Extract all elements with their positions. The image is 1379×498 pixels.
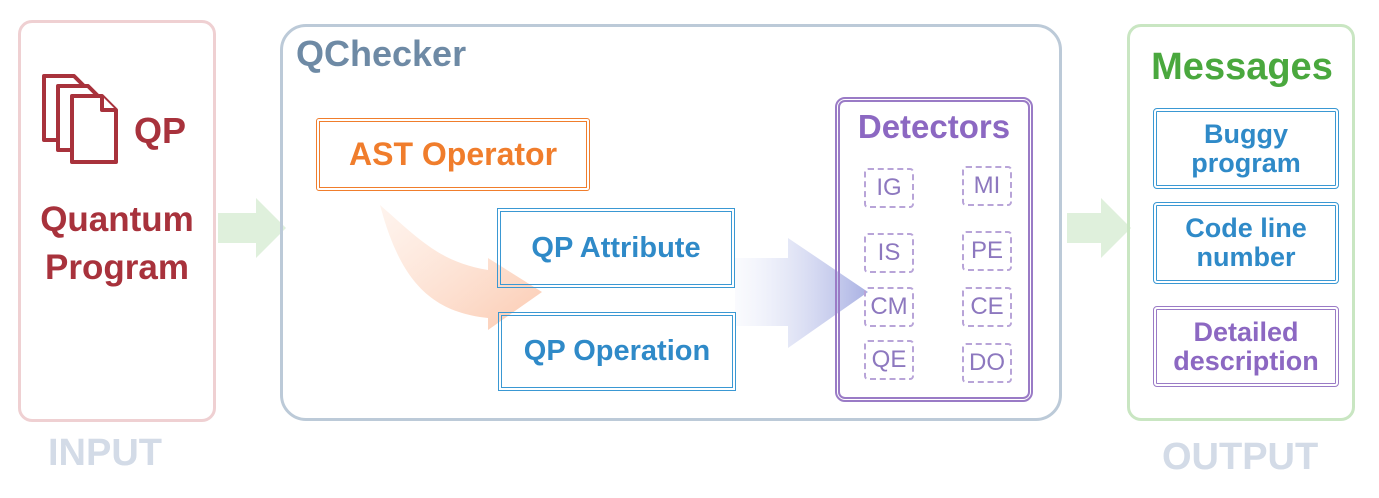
quantum-program-line2: Program (45, 248, 189, 287)
detailed-description-box: Detailed description (1153, 306, 1339, 387)
input-flow-arrow (218, 198, 286, 258)
documents-icon (42, 74, 118, 164)
qp-operation-box: QP Operation (498, 312, 736, 391)
ast-flow-arrow (380, 205, 542, 330)
output-panel (1127, 24, 1355, 421)
buggy-program-line1: Buggy (1204, 118, 1288, 149)
buggy-program-line2: program (1191, 147, 1301, 178)
qchecker-panel (280, 24, 1062, 421)
code-line-number-line1: Code line (1185, 213, 1307, 243)
quantum-program-line1: Quantum (40, 200, 194, 239)
detector-item: QE (864, 340, 914, 380)
qchecker-title: QChecker (296, 33, 467, 74)
output-caption: OUTPUT (1162, 436, 1319, 478)
ast-operator-box: AST Operator (316, 118, 590, 191)
detector-item: CM (864, 287, 914, 327)
detailed-description-line1: Detailed (1193, 316, 1299, 347)
detector-item: IG (864, 168, 914, 208)
messages-title: Messages (1151, 46, 1333, 88)
detector-item: IS (864, 233, 914, 273)
detector-item: CE (962, 287, 1012, 327)
buggy-program-box: Buggy program (1153, 108, 1339, 189)
qp-label: QP (134, 110, 187, 151)
code-line-number-line2: number (1196, 242, 1296, 272)
detectors-box (835, 97, 1033, 402)
input-panel (18, 20, 216, 422)
output-flow-arrow (1067, 198, 1131, 258)
detector-flow-arrow (735, 238, 868, 348)
detector-item: MI (962, 166, 1012, 206)
detailed-description-line2: description (1173, 345, 1319, 376)
detector-item: PE (962, 231, 1012, 271)
qp-attribute-box: QP Attribute (497, 208, 735, 288)
input-caption: INPUT (48, 432, 162, 474)
detectors-title: Detectors (857, 108, 1011, 145)
detector-item: DO (962, 343, 1012, 383)
code-line-number-box: Code line number (1153, 202, 1339, 284)
quantum-program-title: Quantum Program (22, 196, 212, 292)
